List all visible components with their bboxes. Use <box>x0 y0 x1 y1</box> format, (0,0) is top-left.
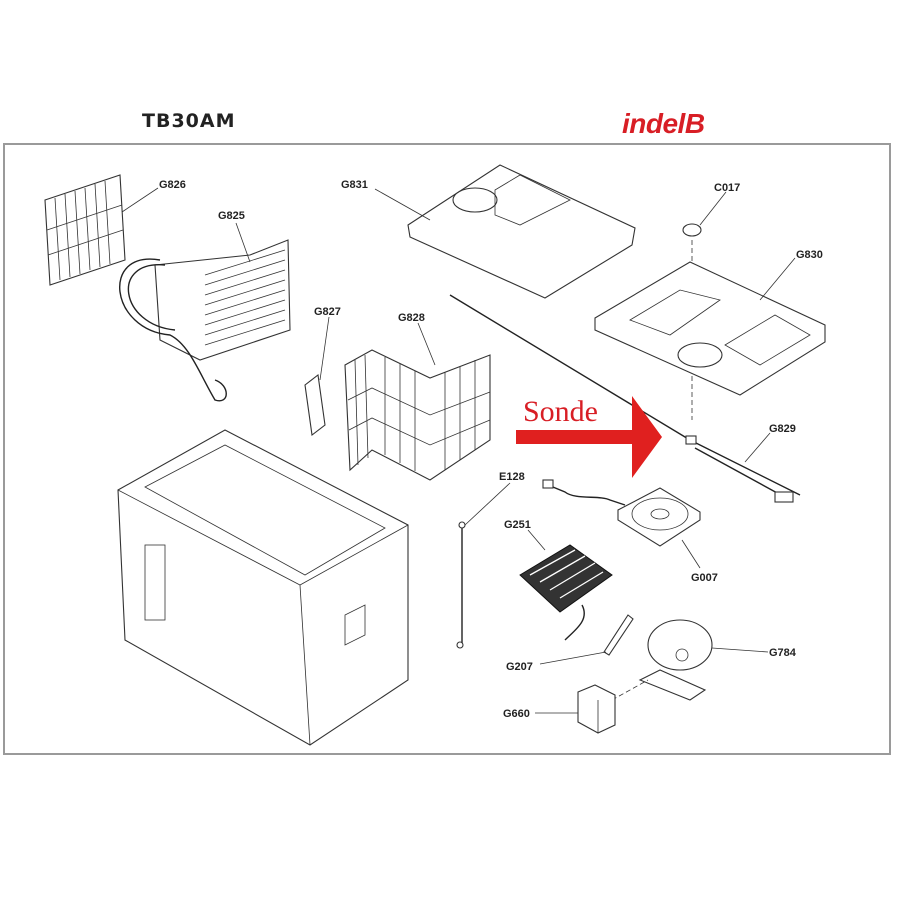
part-g829-sensor-cable <box>449 294 801 503</box>
part-g007-fan <box>542 479 701 547</box>
sonde-arrow <box>516 396 662 478</box>
label-g826: G826 <box>159 179 186 191</box>
diagram-frame <box>3 143 891 755</box>
label-g825: G825 <box>218 210 245 222</box>
part-g251-evaporator <box>519 544 613 641</box>
label-g828: G828 <box>398 312 425 324</box>
part-g826-grille <box>44 174 126 286</box>
brand-logo: indelB <box>622 108 705 139</box>
label-g829: G829 <box>769 423 796 435</box>
label-g830: G830 <box>796 249 823 261</box>
sonde-label: Sonde <box>523 395 598 428</box>
part-g827-light <box>304 373 326 437</box>
label-g251: G251 <box>504 519 531 531</box>
dash-line <box>611 679 649 701</box>
part-g828-basket <box>344 349 491 481</box>
part-g830-inner-lid <box>594 261 826 396</box>
part-e128-sensor <box>456 521 466 649</box>
part-g825-condenser <box>119 239 291 402</box>
part-g660-electronics <box>577 684 616 734</box>
label-g660: G660 <box>503 708 530 720</box>
label-g827: G827 <box>314 306 341 318</box>
part-g784-compressor <box>638 619 713 701</box>
label-g784: G784 <box>769 647 797 659</box>
part-g207-filter-drier <box>603 614 634 656</box>
label-g831: G831 <box>341 179 368 191</box>
part-cabinet <box>117 429 409 746</box>
part-c017-cap <box>682 223 702 237</box>
model-title: TB30AM <box>142 110 236 132</box>
label-e128: E128 <box>499 471 525 483</box>
label-g207: G207 <box>506 661 533 673</box>
leader-lines <box>121 187 796 714</box>
part-g831-lid <box>407 164 636 299</box>
label-g007: G007 <box>691 572 718 584</box>
label-c017: C017 <box>714 182 740 194</box>
